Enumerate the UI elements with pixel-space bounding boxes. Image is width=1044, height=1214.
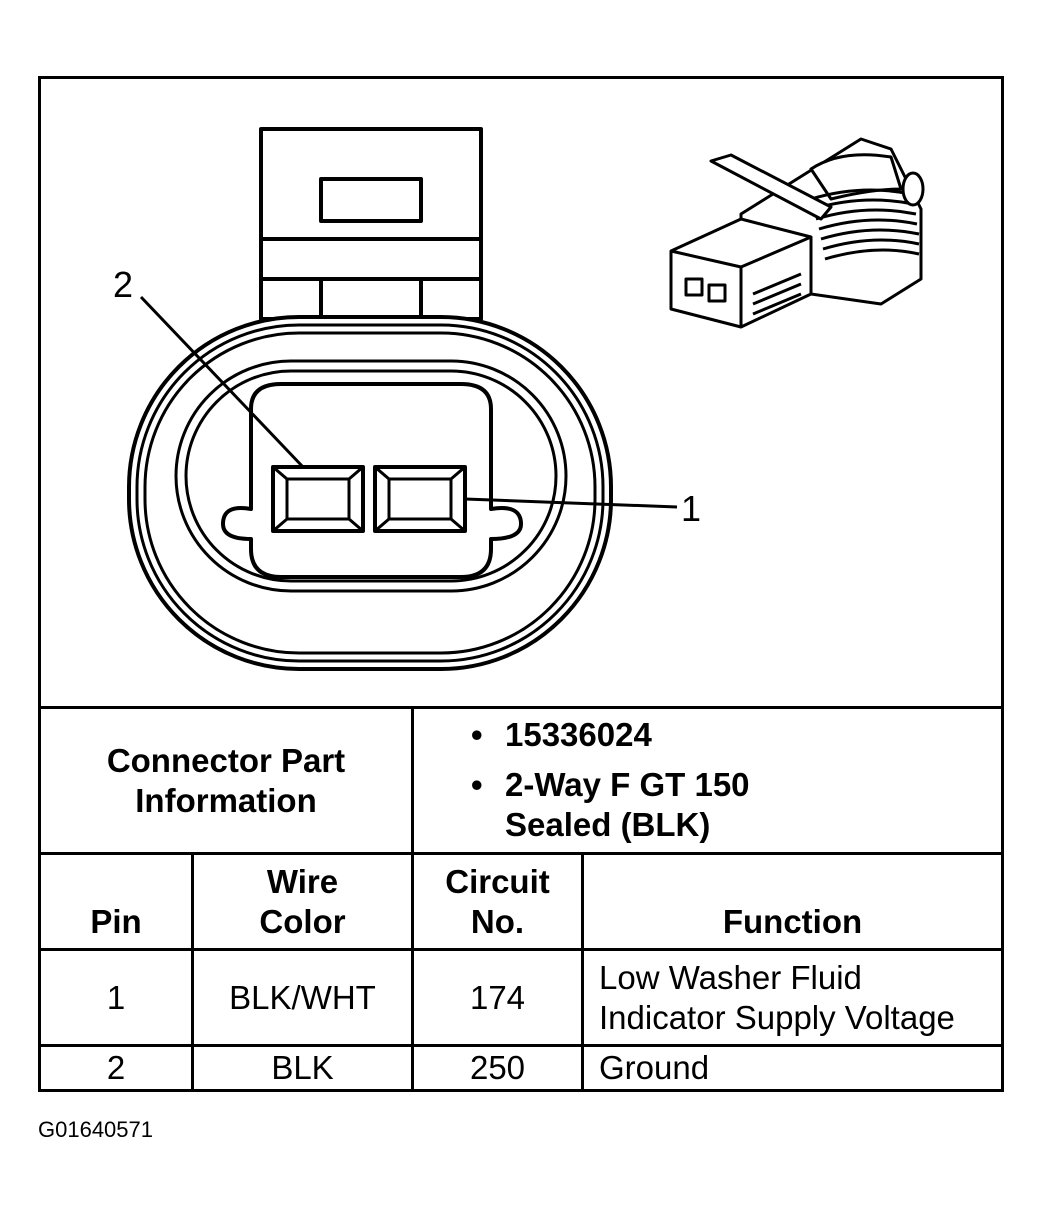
connector-info-values: • 15336024 • 2-Way F GT 150 Sealed (BLK) [471,715,991,849]
pin-1-leader [464,497,678,509]
row2-function: Ground [599,1049,710,1086]
row1-circuit: 174 [469,978,526,1016]
pin-2-leader [139,295,305,469]
connector-info-label-line2: Information [135,781,317,819]
connector-info-item: • 15336024 [471,716,652,753]
terminal-shroud [221,382,523,579]
row2-pin: 2 [106,1049,126,1086]
row1-pin: 1 [106,978,126,1016]
col-divider-pin [191,852,194,1092]
table-top-border [41,706,1001,709]
row1-function: Low Washer Fluid Indicator Supply Voltag… [599,958,955,1036]
connector-seal: Sealed (BLK) [505,806,711,843]
info-bottom-border [41,852,1001,855]
row2-circuit: 250 [469,1049,526,1086]
header-pin: Pin [90,903,142,940]
connector-info-label: Connector Part Information [41,709,411,852]
header-function: Function [722,903,863,940]
connector-diagram-frame: 2 1 [38,76,1004,1092]
header-wire-color: Wire Color [259,863,346,940]
row1-bottom-border [41,1044,1001,1047]
connector-info-item: • 2-Way F GT 150 Sealed (BLK) [471,766,750,843]
connector-type: 2-Way F GT 150 [505,766,750,803]
pin-2-label: 2 [113,264,133,305]
connector-illustration: 2 1 [113,127,925,671]
col-divider-circuit [581,852,584,1092]
header-circuit-no: Circuit No. [445,863,550,940]
connector-drawing: 2 1 [41,79,1001,706]
terminal-pin-2 [271,465,365,533]
part-number: 15336024 [505,716,652,753]
connector-info-label-line1: Connector Part [106,741,346,779]
row2-wire-color: BLK [271,1049,334,1086]
row1-wire-color: BLK/WHT [229,978,376,1016]
header-bottom-border [41,948,1001,951]
pin-1-label: 1 [681,488,701,529]
latch-block [259,127,483,321]
figure-id: G01640571 [38,1117,153,1142]
col-divider-main [411,706,414,1092]
connector-isometric-view [669,137,925,329]
